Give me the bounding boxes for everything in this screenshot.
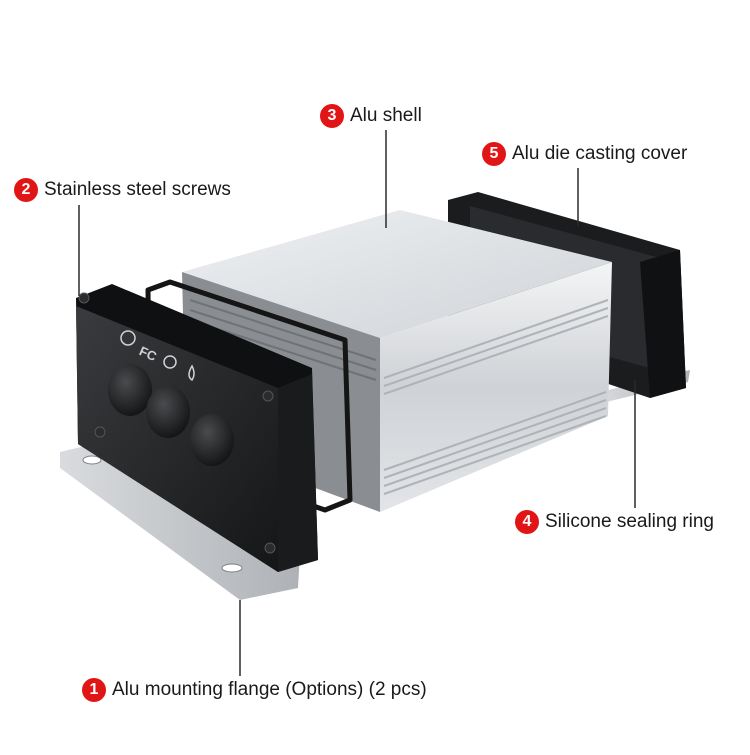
screw-icon	[94, 426, 106, 438]
callout-sealing-ring: 4 Silicone sealing ring	[515, 510, 714, 534]
screw-icon	[262, 390, 274, 402]
callout-number-badge: 3	[320, 104, 344, 128]
callout-screws: 2 Stainless steel screws	[14, 178, 231, 202]
callout-flange: 1 Alu mounting flange (Options) (2 pcs)	[82, 678, 427, 702]
screw-icon	[78, 292, 90, 304]
front-mounting-flange	[60, 440, 300, 600]
ce-mark-icon	[163, 355, 177, 369]
callout-label: Alu shell	[350, 105, 422, 126]
fire-mark-icon	[188, 364, 195, 382]
cable-gland-1	[108, 364, 152, 416]
callout-label: Stainless steel screws	[44, 179, 231, 200]
callout-number-badge: 5	[482, 142, 506, 166]
cable-gland-3	[190, 414, 234, 466]
front-die-cast-cover: FC	[76, 284, 318, 572]
callout-number-badge: 1	[82, 678, 106, 702]
callout-number-badge: 4	[515, 510, 539, 534]
callout-shell: 3 Alu shell	[320, 104, 422, 128]
callout-number-badge: 2	[14, 178, 38, 202]
screw-icon	[264, 542, 276, 554]
fc-mark-icon: FC	[137, 343, 159, 364]
callout-label: Silicone sealing ring	[545, 511, 714, 532]
callout-cover: 5 Alu die casting cover	[482, 142, 687, 166]
recycle-icon	[120, 330, 136, 346]
cable-gland-2	[146, 386, 190, 438]
callout-label: Alu mounting flange (Options) (2 pcs)	[112, 679, 427, 700]
callout-label: Alu die casting cover	[512, 143, 688, 164]
